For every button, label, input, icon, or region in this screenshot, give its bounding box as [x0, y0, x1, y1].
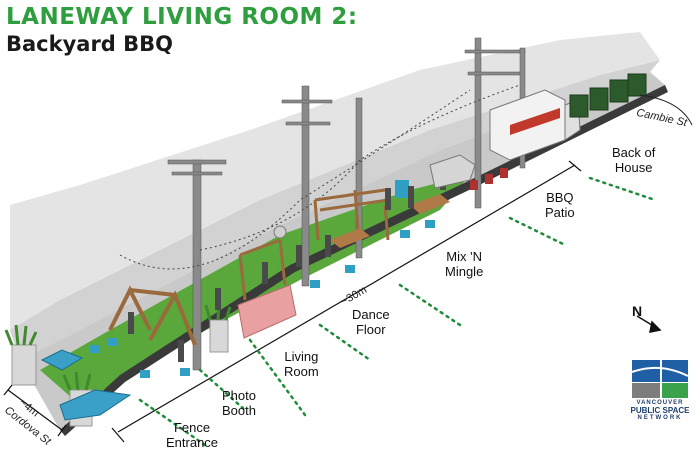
zone-label-mix-n-mingle: Mix 'N Mingle	[445, 249, 483, 279]
lane-floor	[20, 72, 665, 430]
zone-label-line: BBQ	[546, 190, 574, 205]
zone-label-line: Patio	[545, 205, 575, 220]
planter	[204, 301, 232, 353]
car	[429, 154, 476, 189]
zone-leader-lines	[138, 176, 657, 447]
zone-label-line: Booth	[222, 403, 256, 418]
zone-label-line: Living	[284, 349, 319, 364]
zone-label-back-of-house: Back of House	[612, 145, 655, 175]
picnic-tables	[330, 194, 450, 248]
north-label: N	[632, 303, 643, 319]
zone-label-dance-floor: Dance Floor	[352, 307, 390, 337]
string-lights	[199, 84, 521, 251]
zone-label-line: House	[614, 160, 653, 175]
logo-line-2: PUBLIC SPACE	[630, 406, 690, 415]
logo-line-1: VANCOUVER	[636, 400, 684, 406]
zone-label-line: Back of	[612, 145, 656, 160]
disco-ball	[273, 225, 287, 239]
photo-booth-frame	[238, 238, 287, 301]
zone-label-line: Mingle	[445, 264, 484, 279]
zone-label-line: Floor	[355, 322, 386, 337]
zone-label-photo-booth: Photo Booth	[222, 388, 256, 418]
left-building-wall	[10, 32, 660, 330]
page-title: LANEWAY LIVING ROOM 2:	[6, 4, 358, 30]
swing-frame	[108, 285, 197, 346]
length-dimension-line	[111, 160, 582, 443]
zone-label-line: Fence	[173, 420, 211, 435]
utility-pole	[167, 159, 227, 371]
zone-label-line: Room	[284, 364, 319, 379]
zone-label-line: Mix 'N	[446, 249, 482, 264]
planter	[4, 324, 38, 386]
utility-pole	[281, 85, 363, 287]
moving-truck	[489, 89, 581, 161]
blue-chairs	[90, 180, 435, 378]
bbq-patio-chairs	[470, 168, 508, 190]
zone-label-living-room: Living Room	[284, 349, 319, 379]
pink-couch	[237, 284, 297, 339]
lane-curb	[60, 85, 668, 436]
logo-text: VANCOUVER PUBLIC SPACE NETWORK	[620, 400, 700, 421]
logo-line-3: NETWORK	[637, 415, 683, 421]
zone-label-bbq-patio: BBQ Patio	[545, 190, 575, 220]
cambie-st-arc	[639, 94, 693, 126]
vpsn-logo-mark	[631, 360, 689, 398]
green-bins	[569, 73, 647, 118]
zone-label-line: Dance	[352, 307, 390, 322]
zone-label-line: Photo	[222, 388, 256, 403]
pallet-seating	[40, 349, 84, 371]
width-dimension-line	[3, 384, 67, 437]
pallet-seating	[59, 389, 132, 421]
zone-label-fence-entrance: Fence Entrance	[166, 420, 218, 450]
north-arrow	[636, 315, 662, 333]
string-lights	[119, 89, 471, 270]
pergola	[313, 188, 390, 241]
page-subtitle: Backyard BBQ	[6, 32, 174, 56]
zone-label-line: Entrance	[166, 435, 219, 450]
